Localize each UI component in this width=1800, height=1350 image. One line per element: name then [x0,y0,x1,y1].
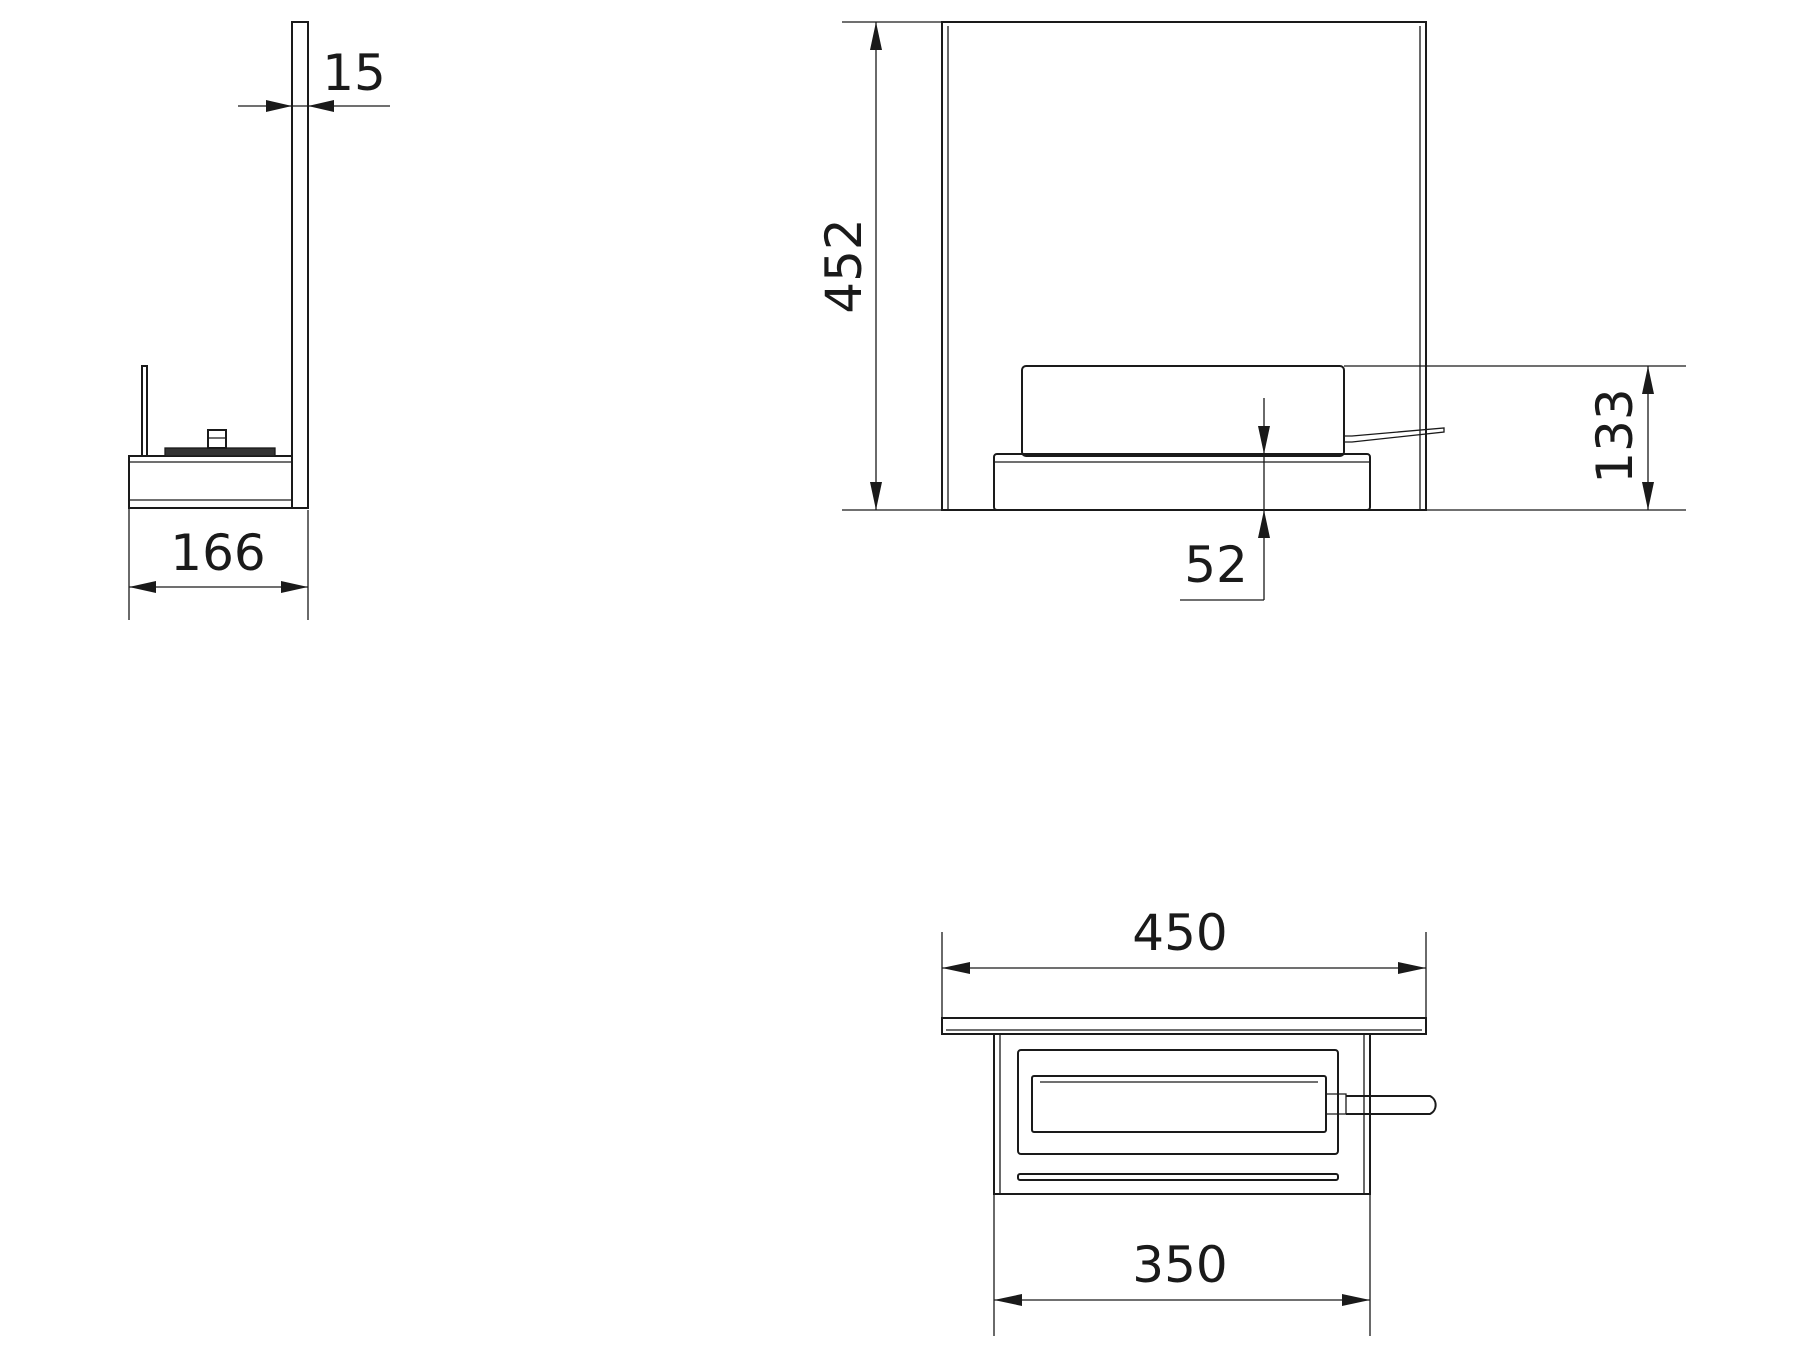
top-burner-body [1017,1049,1339,1155]
dim-label-15: 15 [322,44,386,102]
dim-side-thickness: 15 [238,44,390,112]
dim-label-450: 450 [1132,904,1227,962]
front-back-panel [941,21,1427,511]
top-burner-base [993,1033,1371,1195]
side-view: 15 166 [128,21,390,620]
top-handle-bracket [1325,1093,1347,1115]
dim-label-452: 452 [815,218,873,313]
front-view: 452 133 52 [815,21,1686,601]
front-burner-base [993,453,1371,511]
top-fuel-opening [1031,1075,1327,1133]
dim-front-height: 452 [815,21,942,511]
top-front-slot [1017,1173,1339,1181]
side-front-lip [141,365,148,457]
dim-top-width: 450 [941,904,1427,1018]
dim-front-burner-height: 133 [1344,365,1686,511]
side-burner-grate [164,447,276,457]
dim-front-base-height: 52 [1180,398,1270,601]
dim-label-166: 166 [170,524,265,582]
dim-label-350: 350 [1132,1236,1227,1294]
top-view: 450 350 [941,904,1437,1336]
side-back-panel [291,21,309,509]
top-back-panel [941,1017,1427,1035]
top-burner-handle [1346,1095,1437,1115]
front-burner-handle [1344,427,1445,443]
dim-label-52: 52 [1184,536,1248,594]
front-burner-body [1021,365,1345,457]
dim-side-depth: 166 [128,508,309,620]
side-burner-knob [207,429,227,449]
dim-top-burner-width: 350 [993,1194,1371,1336]
dim-label-133: 133 [1586,388,1644,483]
